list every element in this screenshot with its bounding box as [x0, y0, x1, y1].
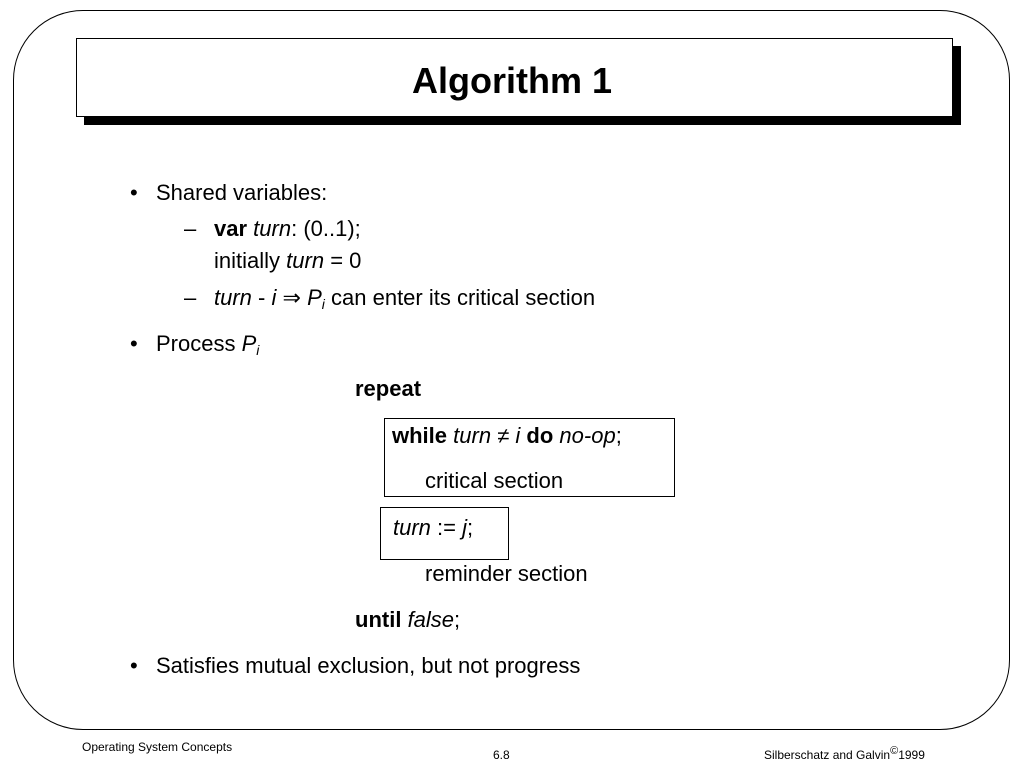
process-label: Process Pi	[156, 331, 260, 358]
critical-section-box	[384, 418, 675, 497]
sub-bullet-dash: –	[184, 285, 197, 310]
bullet-dot: •	[130, 180, 138, 205]
assignment-box	[380, 507, 509, 560]
title-box	[76, 38, 953, 117]
code-repeat: repeat	[355, 376, 422, 401]
footer-left: Operating System Concepts	[82, 740, 233, 754]
sub-bullet-dash: –	[184, 216, 197, 241]
var-declaration: var turn: (0..1);	[214, 216, 361, 241]
shared-variables-label: Shared variables:	[156, 180, 328, 205]
initial-value: initially turn = 0	[214, 248, 362, 273]
code-while-line: while turn ≠ i do no-op;	[392, 423, 622, 448]
code-until-line: until false;	[355, 607, 461, 632]
code-critical-section: critical section	[425, 468, 564, 493]
footer-page-number: 6.8	[493, 748, 510, 762]
satisfies-text: Satisfies mutual exclusion, but not prog…	[156, 653, 581, 678]
turn-condition: turn - i ⇒ Pi can enter its critical sec…	[214, 285, 596, 312]
code-assign-line: turn := j;	[393, 515, 474, 540]
slide-title: Algorithm 1	[411, 60, 612, 101]
bullet-dot: •	[130, 653, 138, 678]
slide-frame	[13, 10, 1010, 730]
footer-right: Silberschatz and Galvin©1999	[764, 745, 925, 762]
bullet-dot: •	[130, 331, 138, 356]
code-reminder-section: reminder section	[425, 561, 588, 586]
